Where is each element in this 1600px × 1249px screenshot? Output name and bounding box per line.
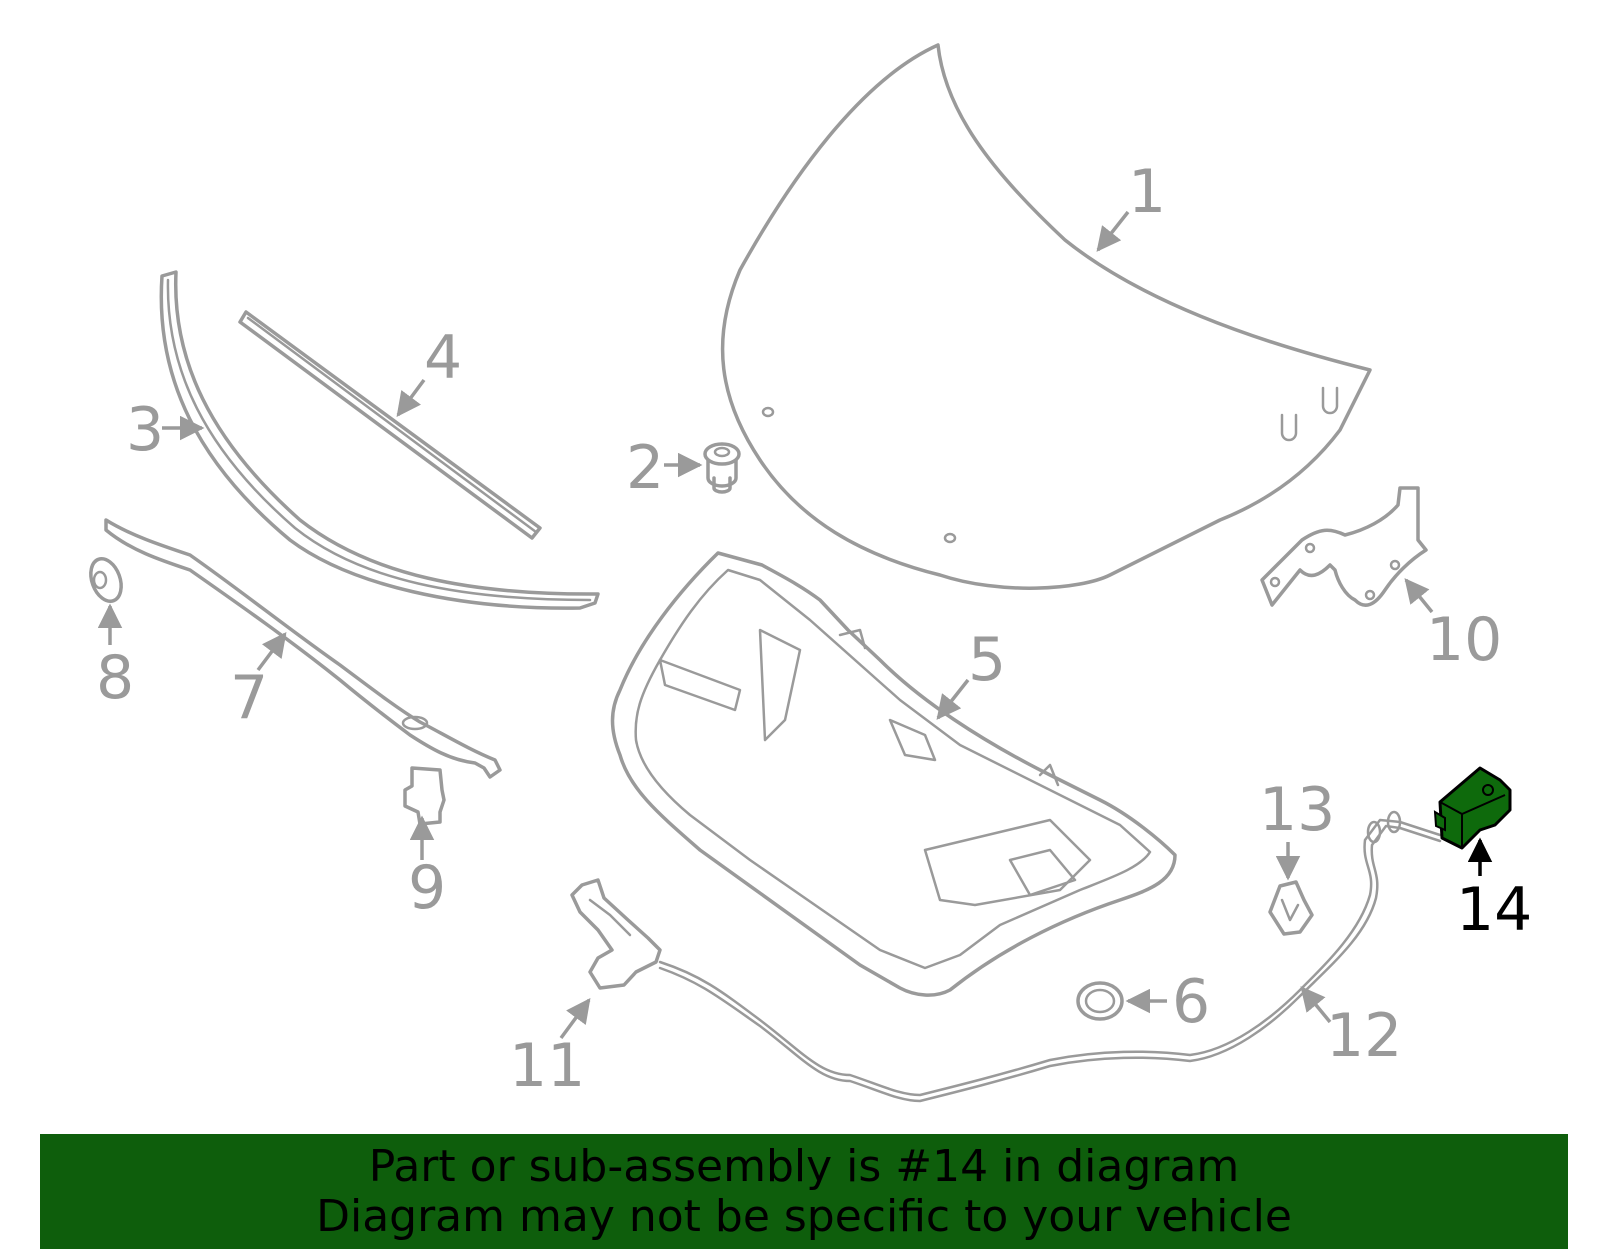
svg-text:7: 7 <box>230 663 268 733</box>
callout-5[interactable]: 5 <box>936 625 1006 720</box>
part-1-hood[interactable] <box>720 43 1372 590</box>
svg-text:8: 8 <box>96 643 134 713</box>
callout-6[interactable]: 6 <box>1125 967 1210 1037</box>
part-8-clip[interactable] <box>85 555 126 606</box>
svg-text:13: 13 <box>1259 775 1335 845</box>
callout-13[interactable]: 13 <box>1259 775 1335 881</box>
svg-text:11: 11 <box>509 1031 585 1101</box>
part-9-holder[interactable] <box>403 766 446 826</box>
part-12-cable[interactable] <box>658 810 1442 1103</box>
svg-text:1: 1 <box>1128 157 1166 227</box>
svg-text:3: 3 <box>126 395 164 465</box>
callout-7[interactable]: 7 <box>230 632 287 733</box>
svg-text:12: 12 <box>1326 1001 1402 1071</box>
part-10-hinge[interactable] <box>1260 486 1428 607</box>
svg-text:14: 14 <box>1456 875 1532 945</box>
callout-8[interactable]: 8 <box>96 603 134 713</box>
callout-14[interactable]: 14 <box>1456 837 1532 945</box>
svg-text:5: 5 <box>968 625 1006 695</box>
info-banner: Part or sub-assembly is #14 in diagram D… <box>40 1134 1568 1249</box>
part-13-clip[interactable] <box>1268 880 1314 936</box>
banner-line-disclaimer: Diagram may not be specific to your vehi… <box>316 1190 1292 1242</box>
callout-9[interactable]: 9 <box>408 815 446 923</box>
callout-11[interactable]: 11 <box>509 998 591 1101</box>
part-7-rod[interactable] <box>104 518 502 779</box>
banner-line-part-number: Part or sub-assembly is #14 in diagram <box>368 1140 1240 1192</box>
svg-text:4: 4 <box>424 323 462 393</box>
svg-text:9: 9 <box>408 853 446 923</box>
part-4-strip[interactable] <box>238 310 542 540</box>
svg-text:6: 6 <box>1172 967 1210 1037</box>
part-5-insulator[interactable] <box>610 551 1177 997</box>
callout-3[interactable]: 3 <box>126 395 205 465</box>
part-2-bumper[interactable] <box>703 442 741 494</box>
svg-text:2: 2 <box>626 433 664 503</box>
part-11-lock[interactable] <box>570 878 662 990</box>
callout-10[interactable]: 10 <box>1404 578 1502 675</box>
svg-text:10: 10 <box>1426 605 1502 675</box>
callout-4[interactable]: 4 <box>396 323 462 417</box>
callout-2[interactable]: 2 <box>626 433 703 503</box>
callout-1[interactable]: 1 <box>1096 157 1166 252</box>
part-3-seal[interactable] <box>159 270 600 610</box>
part-6-grommet[interactable] <box>1076 981 1124 1021</box>
callout-12[interactable]: 12 <box>1300 986 1402 1071</box>
part-14-release-handle[interactable] <box>1433 766 1512 850</box>
